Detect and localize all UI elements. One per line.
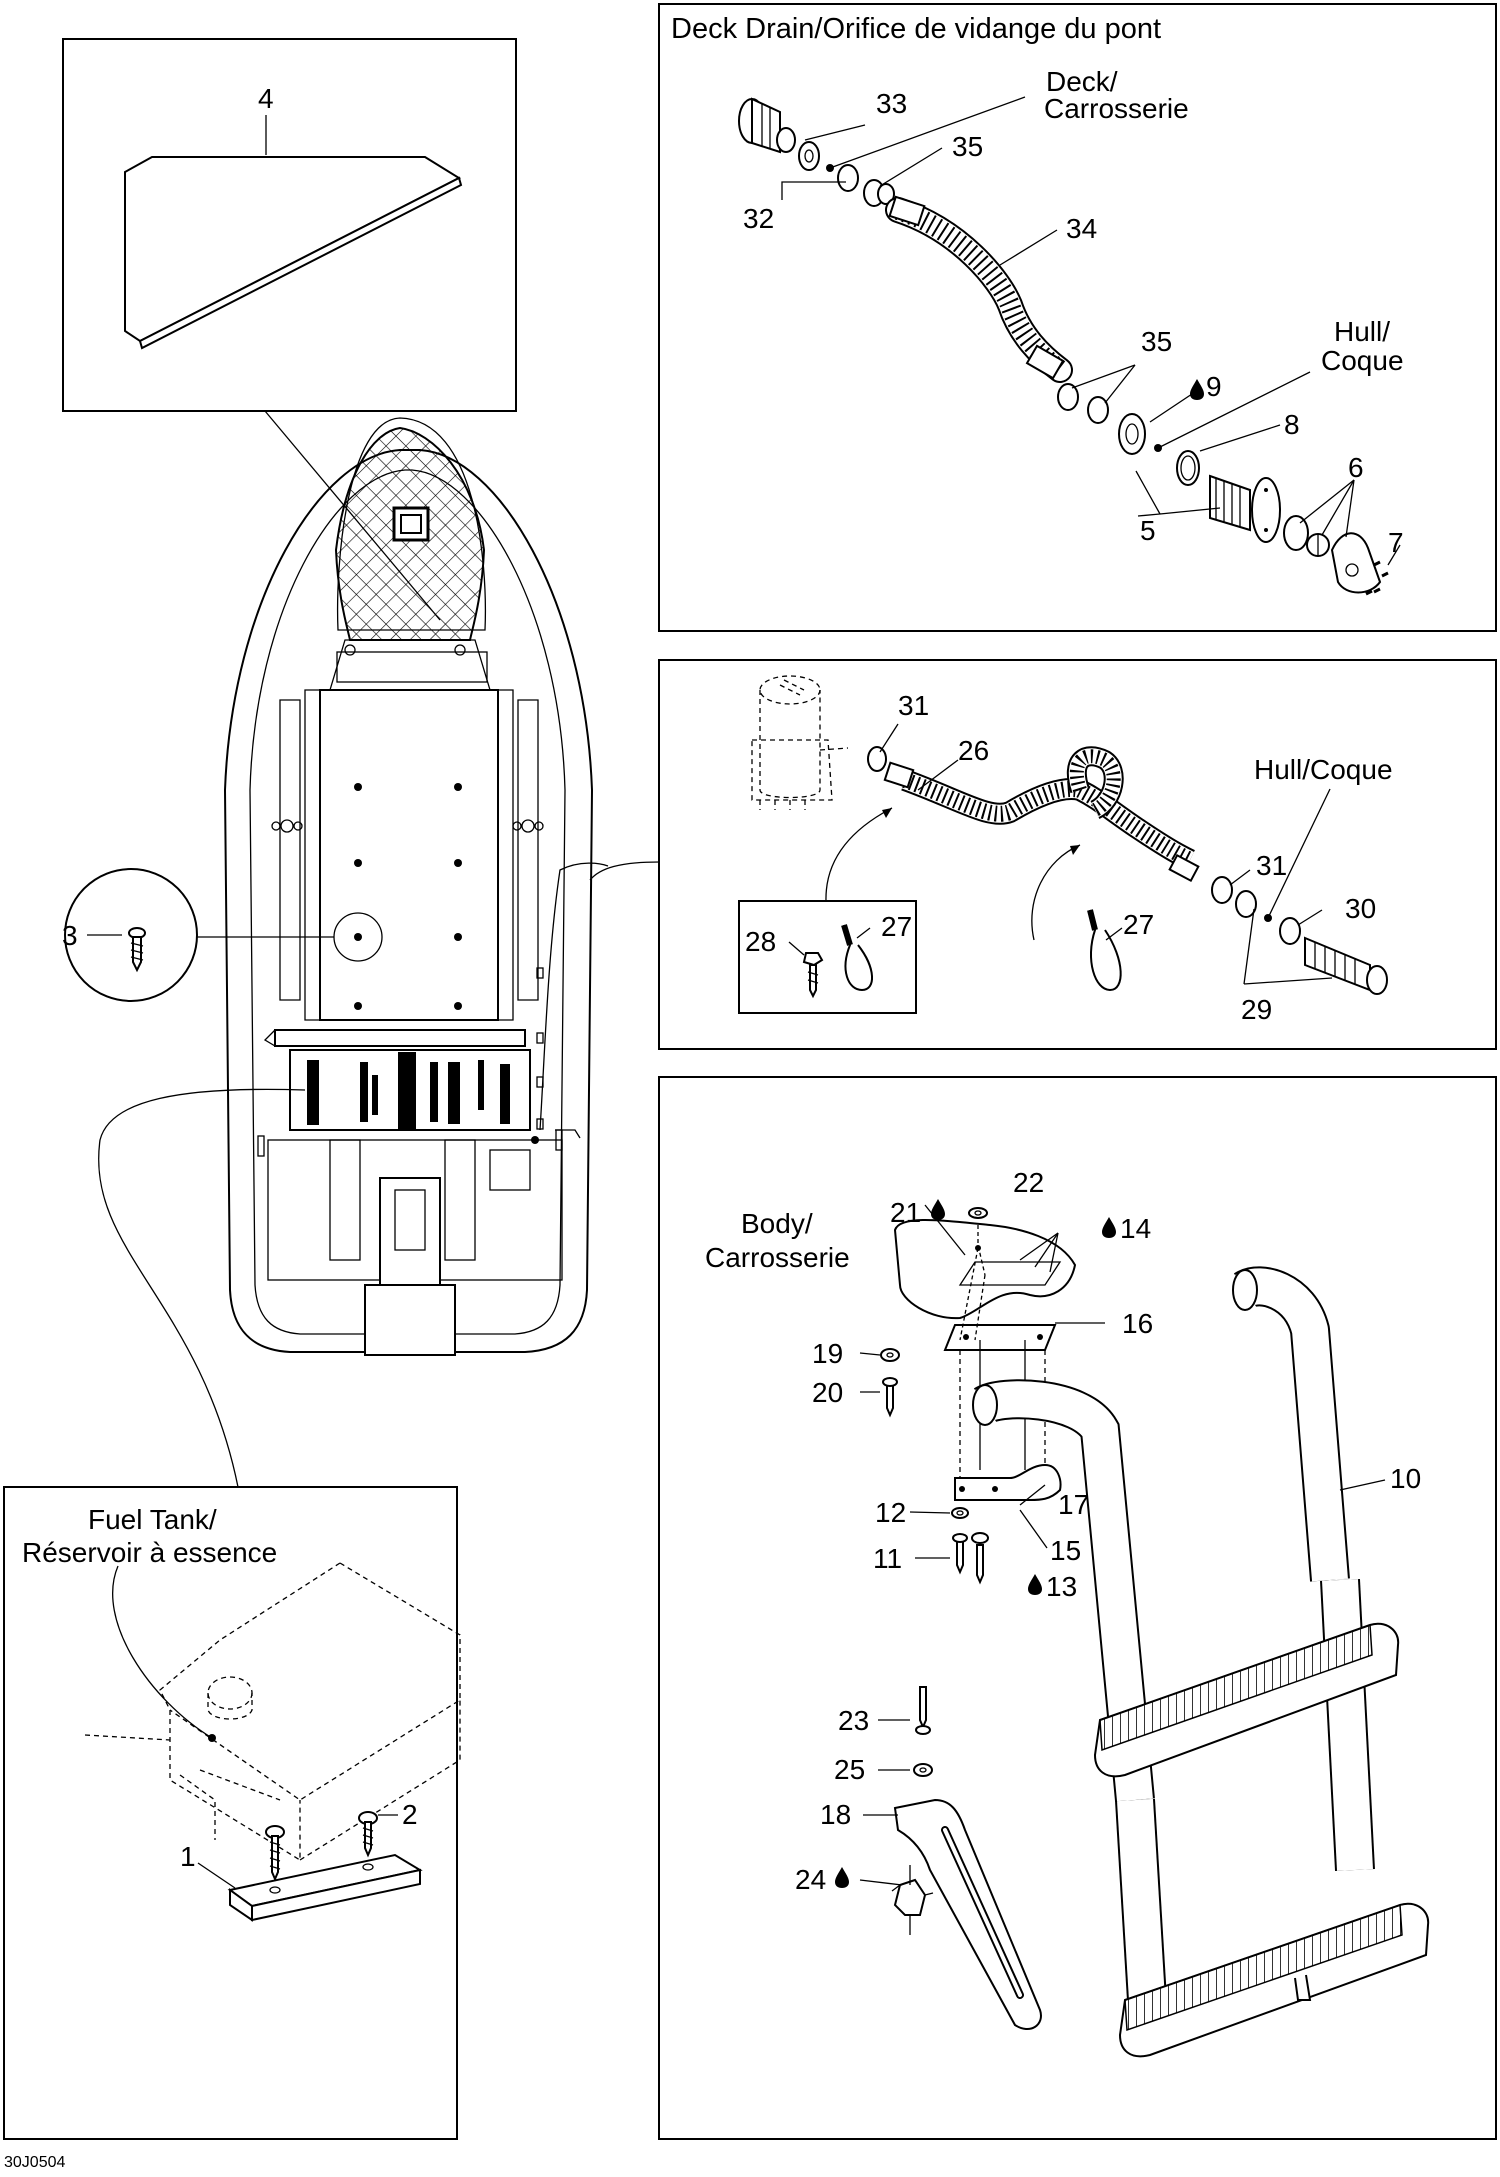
callout-25: 25 [834, 1754, 865, 1785]
callout-28: 28 [745, 926, 776, 957]
body-label-line2: Carrosserie [705, 1242, 850, 1273]
callout-4: 4 [258, 83, 274, 114]
callout-30: 30 [1345, 893, 1376, 924]
bilge-insert-box [738, 900, 917, 1014]
diagram-code: 30J0504 [4, 2154, 65, 2171]
callout-20: 20 [812, 1377, 843, 1408]
deck-label-line1: Deck/ [1046, 66, 1118, 97]
deck-drain-title: Deck Drain/Orifice de vidange du pont [671, 13, 1161, 45]
callout-35-upper: 35 [952, 131, 983, 162]
fuel-tank-illustration [84, 1562, 461, 1922]
fuel-tank-label-line1: Fuel Tank/ [88, 1504, 217, 1535]
hull-label-line1: Hull/ [1334, 316, 1390, 347]
boat-top-view [223, 417, 609, 1356]
callout-5: 5 [1140, 515, 1156, 546]
callout-11: 11 [873, 1543, 902, 1574]
sealant-drop-icon-24 [835, 1867, 849, 1888]
callout-1: 1 [180, 1841, 196, 1872]
sealant-drop-icon-9 [1190, 379, 1204, 400]
callout-18: 18 [820, 1799, 851, 1830]
ladder-parts [880, 1207, 1430, 2058]
callout-24: 24 [795, 1864, 826, 1895]
panel-frame-deck-drain [658, 3, 1497, 632]
sealant-drop-icon-21 [931, 1199, 945, 1220]
callout-8: 8 [1284, 409, 1300, 440]
callout-21: 21 [890, 1197, 921, 1228]
callout-22: 22 [1013, 1167, 1044, 1198]
body-label-line1: Body/ [741, 1208, 813, 1239]
callout-13: 13 [1046, 1571, 1077, 1602]
panel-frame-ladder [658, 1076, 1497, 2140]
panel-frame-storage-lid [62, 38, 517, 412]
callout-26: 26 [958, 735, 989, 766]
callout-23: 23 [838, 1705, 869, 1736]
screw-part-3 [128, 927, 146, 973]
callout-31-upper: 31 [898, 690, 929, 721]
storage-lid-illustration [124, 156, 463, 350]
callout-17: 17 [1058, 1489, 1089, 1520]
callout-6: 6 [1348, 452, 1364, 483]
callout-34: 34 [1066, 213, 1097, 244]
callout-2: 2 [402, 1799, 418, 1830]
deck-label-line2: Carrosserie [1044, 93, 1189, 124]
callout-19: 19 [812, 1338, 843, 1369]
callout-16: 16 [1122, 1308, 1153, 1339]
callout-31-lower: 31 [1256, 850, 1287, 881]
hull-label-line2: Coque [1321, 345, 1404, 376]
callout-27-insert: 27 [881, 911, 912, 942]
bilge-hull-label: Hull/Coque [1254, 754, 1393, 785]
panel-frame-screw-detail [64, 868, 198, 1002]
callout-33: 33 [876, 88, 907, 119]
callout-15: 15 [1050, 1535, 1081, 1566]
deck-drain-parts [738, 97, 1389, 596]
bilge-pump-parts [751, 675, 1388, 995]
callout-10: 10 [1390, 1463, 1421, 1494]
panel-frame-fuel-tank [3, 1486, 458, 2140]
callout-7: 7 [1388, 527, 1404, 558]
callout-3: 3 [62, 920, 78, 951]
callout-35-lower: 35 [1141, 326, 1172, 357]
callout-29: 29 [1241, 994, 1272, 1025]
sealant-drop-icon-13 [1028, 1574, 1042, 1595]
callout-9: 9 [1206, 371, 1222, 402]
fuel-tank-label-line2: Réservoir à essence [22, 1537, 277, 1568]
callout-32: 32 [743, 203, 774, 234]
callout-27-main: 27 [1123, 909, 1154, 940]
panel-frame-bilge-pump [658, 659, 1497, 1050]
insert-parts [802, 924, 874, 999]
callout-14: 14 [1120, 1213, 1151, 1244]
sealant-drop-icon-14 [1102, 1217, 1116, 1238]
callout-12: 12 [875, 1497, 906, 1528]
boat-floor-panel [319, 689, 499, 1021]
